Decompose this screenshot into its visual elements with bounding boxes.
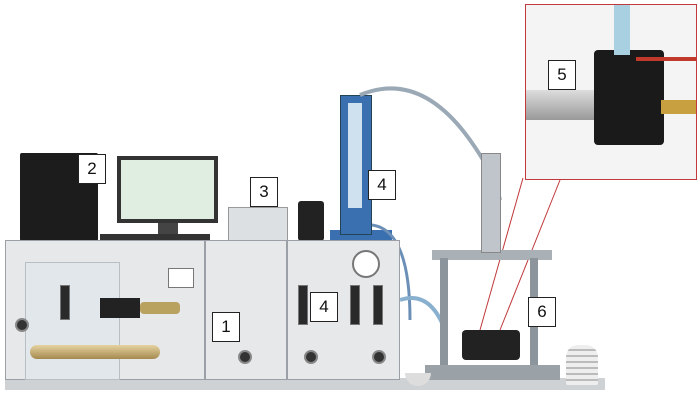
press-cylinder [481,153,501,253]
sample-stack [566,345,598,385]
sample-cup [405,373,431,386]
pressure-gauge [352,250,380,278]
detail-inset [525,4,697,180]
callout-label-1: 1 [212,312,240,342]
heater-tube [30,345,160,359]
callout-label-2: 2 [78,154,106,184]
inset-pipe [526,90,606,120]
heater-cylinder [140,302,180,314]
callout-label-4-panel: 4 [310,292,338,322]
callout-label-4-flowmeter: 4 [368,170,396,200]
control-knob [15,318,29,332]
multimeter [298,201,324,241]
press-base [425,365,560,380]
press-top-plate [432,250,552,260]
rotameter-4 [373,285,383,325]
rotameter-1 [60,285,70,320]
press-column-left [440,258,448,368]
control-knob [238,350,252,364]
callout-label-6: 6 [528,297,556,327]
control-knob [372,350,386,364]
keyboard [100,234,210,240]
inset-wire [636,57,696,61]
monitor [117,156,218,223]
monitor-stand [158,223,178,235]
inset-tube-top [614,5,630,55]
inset-fitting [661,100,696,114]
acrylic-enclosure [25,262,120,380]
inset-block [594,50,664,145]
heater-coil [100,298,140,318]
base-plate [5,378,605,390]
rotameter-2 [298,285,308,325]
analog-meter [168,268,194,288]
rotameter-3 [350,285,360,325]
callout-label-5: 5 [548,60,576,90]
flowmeter-glass [348,103,362,208]
callout-label-3: 3 [250,177,278,207]
sample-holder [462,330,520,360]
control-knob [304,350,318,364]
